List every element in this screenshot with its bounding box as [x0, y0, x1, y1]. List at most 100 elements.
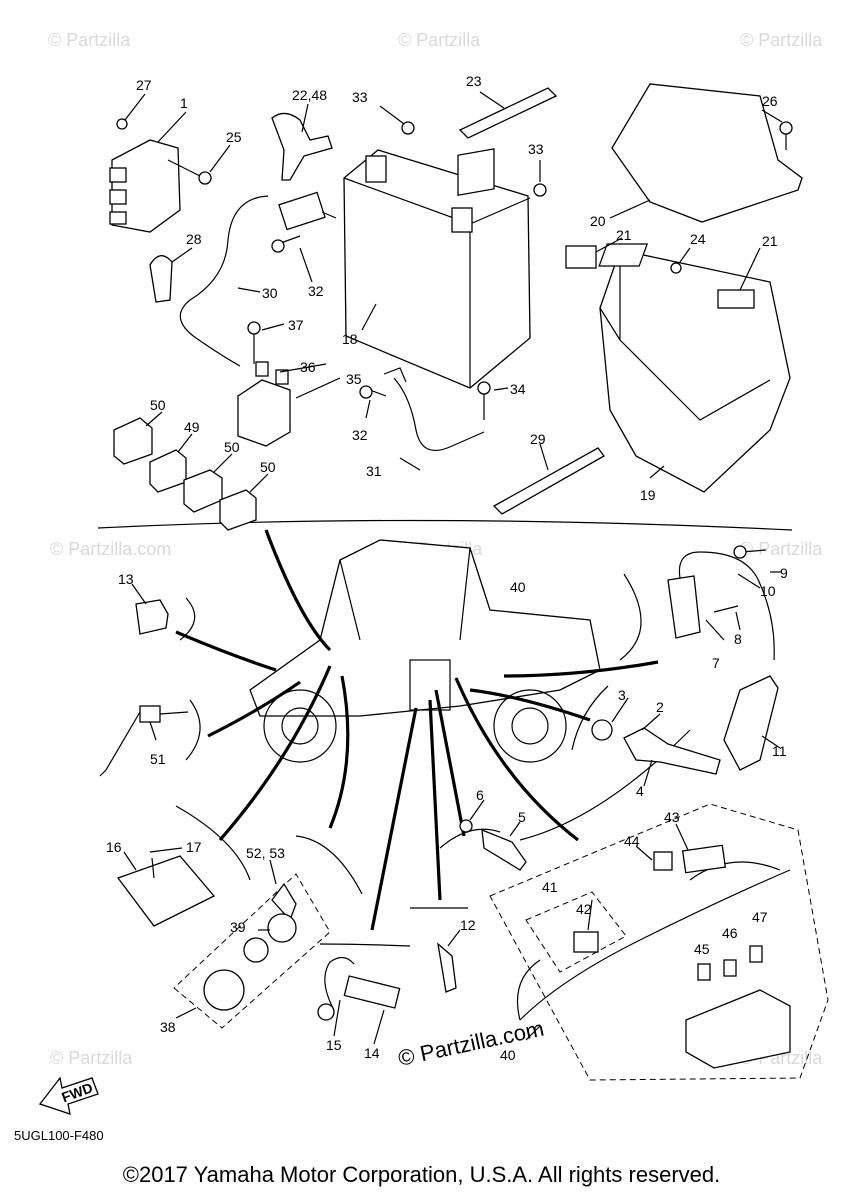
part-12-plug — [437, 942, 457, 993]
label-45: 45 — [694, 941, 710, 957]
part-23-strap — [458, 87, 558, 139]
label-21: 21 — [616, 227, 632, 243]
label-31: 31 — [366, 463, 382, 479]
label-50: 50 — [150, 397, 166, 413]
watermark: © Partzilla — [740, 30, 823, 50]
label-11: 11 — [772, 743, 787, 759]
part-5-switch — [481, 828, 527, 871]
part-28-clip — [149, 255, 173, 303]
label-18: 18 — [342, 331, 358, 347]
label-42: 42 — [576, 901, 592, 917]
label-9: 9 — [780, 565, 788, 581]
part-38-main-switch — [173, 873, 331, 1029]
watermark: © Partzilla — [48, 30, 131, 50]
watermark: © Partzilla — [740, 539, 823, 559]
label-26: 26 — [762, 93, 778, 109]
label-4: 4 — [636, 783, 644, 799]
part-33-nut — [401, 121, 415, 135]
label-16: 16 — [106, 839, 122, 855]
part-fuse-box — [685, 989, 791, 1069]
part-13-switch — [135, 599, 169, 635]
label-43: 43 — [664, 809, 680, 825]
diagram-code: 5UGL100-F480 — [14, 1128, 104, 1143]
label-6: 6 — [476, 787, 484, 803]
part-30-cable — [179, 195, 269, 367]
label-33: 33 — [352, 89, 368, 105]
part-33-nut — [533, 183, 547, 197]
part-50-coupler — [183, 469, 223, 513]
part-3-oring — [591, 719, 613, 741]
part-27-nut — [116, 118, 128, 130]
label-28: 28 — [186, 231, 202, 247]
part-16-regulator — [116, 855, 216, 927]
watermark: © Partzilla — [398, 30, 481, 50]
part-50-coupler — [113, 417, 153, 465]
label-37: 37 — [288, 317, 304, 333]
label-41: 41 — [542, 879, 558, 895]
label-19: 19 — [640, 487, 656, 503]
watermark: © Partzilla — [50, 1048, 133, 1068]
label-2: 2 — [656, 699, 664, 715]
label-46: 46 — [722, 925, 738, 941]
part-11-plug-cap — [723, 675, 779, 771]
part-2-sender — [623, 727, 721, 775]
label-33: 33 — [528, 141, 544, 157]
label-32: 32 — [352, 427, 368, 443]
label-20: 20 — [590, 213, 606, 229]
label-25: 25 — [226, 129, 242, 145]
watermarks: © Partzilla © Partzilla © Partzilla © Pa… — [48, 30, 823, 1068]
label-24: 24 — [690, 231, 706, 247]
watermark: © Partzilla.com — [50, 539, 171, 559]
label-51: 51 — [150, 751, 166, 767]
part-25-bolt — [167, 159, 212, 185]
label-38: 38 — [160, 1019, 176, 1035]
part-40-harness-box — [489, 803, 829, 1081]
label-50: 50 — [224, 439, 240, 455]
section-divider — [97, 519, 793, 531]
label-34: 34 — [510, 381, 526, 397]
label-32: 32 — [308, 283, 324, 299]
part-labels: 1 27 25 28 22,48 33 33 23 26 20 21 21 24… — [106, 73, 788, 1063]
part-19-battery-box — [599, 249, 791, 493]
label-1: 1 — [180, 95, 188, 111]
label-36: 36 — [300, 359, 316, 375]
part-50-coupler — [219, 489, 257, 531]
label-29: 29 — [530, 431, 546, 447]
part-21-pad — [717, 289, 755, 309]
part-29-cable-tie — [492, 447, 605, 515]
part-21-pad — [565, 245, 597, 269]
label-50: 50 — [260, 459, 276, 475]
label-5: 5 — [518, 809, 526, 825]
label-40: 40 — [500, 1047, 516, 1063]
part-20-cover — [611, 83, 803, 223]
label-49: 49 — [184, 419, 200, 435]
label-10: 10 — [760, 583, 776, 599]
part-35-relay — [237, 361, 291, 447]
label-30: 30 — [262, 285, 278, 301]
part-7-ignition-coil — [667, 551, 775, 661]
part-41-box — [525, 891, 627, 973]
label-44: 44 — [624, 833, 640, 849]
label-39: 39 — [230, 919, 246, 935]
label-7: 7 — [712, 655, 720, 671]
part-31-cable — [393, 377, 485, 451]
label-35: 35 — [346, 371, 362, 387]
copyright-notice: ©2017 Yamaha Motor Corporation, U.S.A. A… — [122, 1162, 721, 1187]
label-14: 14 — [364, 1045, 380, 1061]
part-22-holder — [271, 112, 333, 181]
label-21: 21 — [762, 233, 778, 249]
label-3: 3 — [618, 687, 626, 703]
label-40: 40 — [510, 579, 526, 595]
label-22-48: 22,48 — [292, 87, 327, 103]
watermark-main: © Partzilla.com — [396, 1016, 546, 1071]
label-27: 27 — [136, 77, 152, 93]
label-47: 47 — [752, 909, 768, 925]
label-17: 17 — [186, 839, 202, 855]
label-23: 23 — [466, 73, 482, 89]
label-12: 12 — [460, 917, 476, 933]
label-8: 8 — [734, 631, 742, 647]
fwd-arrow-icon: FWD — [38, 1076, 99, 1115]
label-15: 15 — [326, 1037, 342, 1053]
label-52-53: 52, 53 — [246, 845, 285, 861]
part-49-coupler — [149, 449, 187, 493]
